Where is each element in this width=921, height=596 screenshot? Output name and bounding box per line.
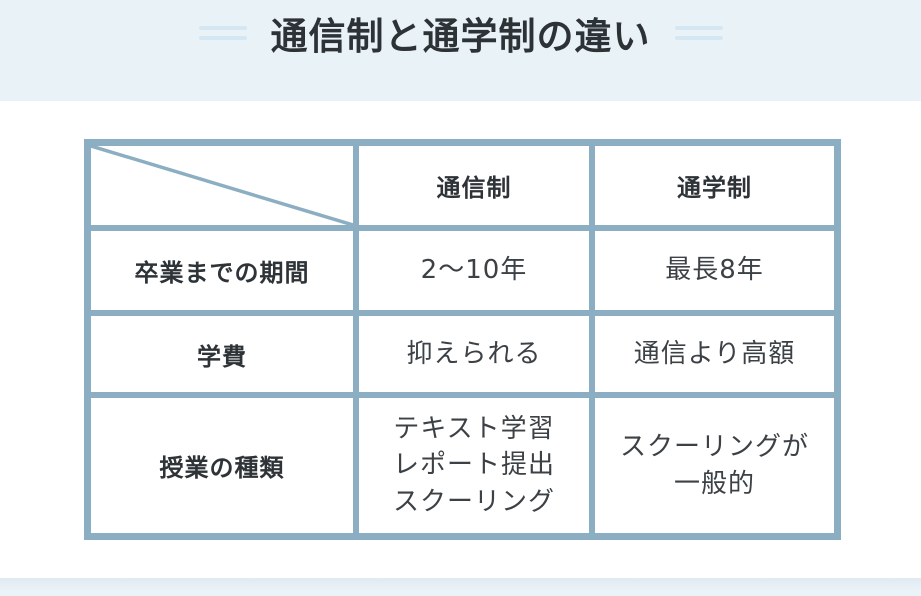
title-row: 通信制と通学制の違い — [0, 6, 921, 60]
cell-class-types-tsushinsei: テキスト学習 レポート提出 スクーリング — [359, 398, 589, 533]
comparison-table: 通信制 通学制 卒業までの期間 2〜10年 最長8年 学費 抑えられる 通信より… — [84, 139, 841, 540]
column-header-tsushinsei: 通信制 — [359, 146, 589, 225]
bottom-band — [0, 578, 921, 596]
row-label-graduation-period: 卒業までの期間 — [91, 231, 353, 310]
page-title: 通信制と通学制の違い — [270, 15, 651, 58]
cell-graduation-period-tsugakusei: 最長8年 — [595, 231, 834, 310]
diagonal-line — [91, 146, 353, 225]
cell-tuition-tsushinsei: 抑えられる — [359, 316, 589, 392]
title-banner: 通信制と通学制の違い — [0, 0, 921, 101]
row-label-class-types: 授業の種類 — [91, 398, 353, 533]
cell-graduation-period-tsushinsei: 2〜10年 — [359, 231, 589, 310]
title-decoration-left-lines — [198, 26, 247, 40]
row-label-tuition: 学費 — [91, 316, 353, 392]
corner-cell — [91, 146, 353, 225]
cell-tuition-tsugakusei: 通信より高額 — [595, 316, 834, 392]
title-decoration-right-lines — [674, 26, 723, 40]
cell-class-types-tsugakusei: スクーリングが 一般的 — [595, 398, 834, 533]
column-header-tsugakusei: 通学制 — [595, 146, 834, 225]
